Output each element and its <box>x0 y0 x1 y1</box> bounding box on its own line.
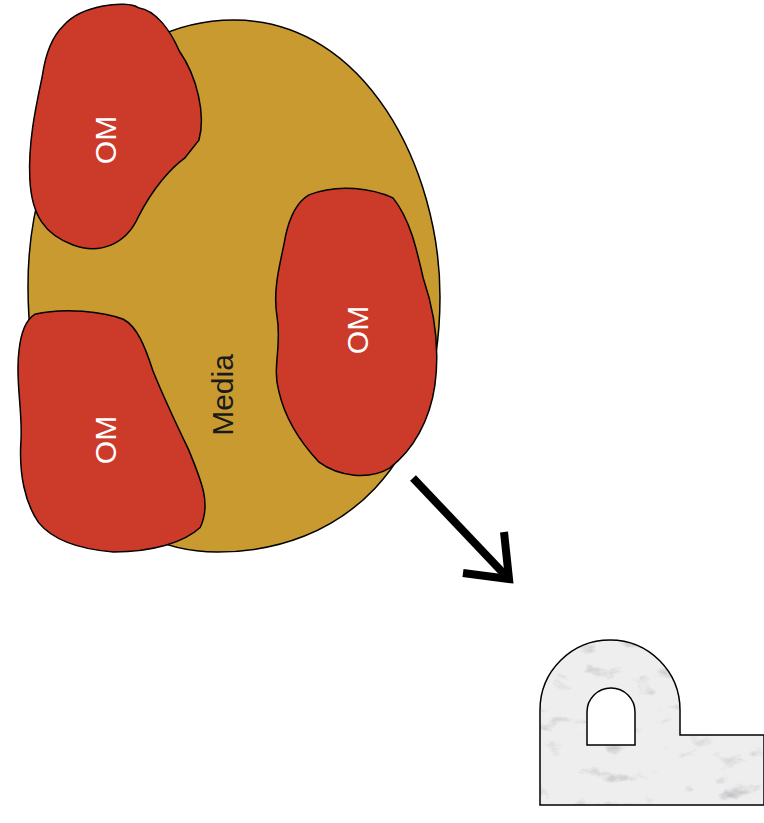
region-label: OM <box>89 116 122 164</box>
om-region: OM <box>15 307 212 552</box>
media-region: MediaOMOMOM <box>28 20 440 552</box>
om-region: OM <box>28 0 206 255</box>
region-label: OM <box>89 416 122 464</box>
region-label: Media <box>206 354 239 436</box>
om-region: OM <box>272 183 440 480</box>
region-label: OM <box>341 306 374 354</box>
arrow <box>413 478 509 579</box>
stone-block <box>540 640 764 805</box>
